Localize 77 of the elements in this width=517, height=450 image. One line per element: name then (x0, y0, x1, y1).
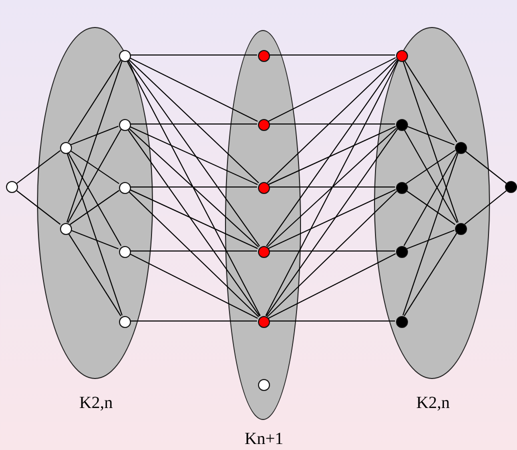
graph-edge (126, 128, 260, 317)
graph-edge (130, 250, 258, 252)
vertex-dot (455, 142, 467, 154)
vertex-dot (396, 119, 408, 131)
graph-edge (266, 58, 398, 184)
vertex-dot (258, 119, 270, 131)
graph-edge (68, 232, 122, 316)
vertex-dot (60, 142, 72, 154)
graph-edge (268, 189, 396, 249)
graph-edge (126, 60, 261, 316)
graph-edge (268, 54, 396, 56)
vertex-dot (396, 50, 408, 62)
graph-edge (126, 59, 260, 247)
graph-edge (66, 60, 123, 223)
graph-edge (128, 126, 258, 186)
graph-edge (464, 190, 507, 225)
graph-edge (406, 126, 455, 146)
graph-edge (403, 128, 458, 224)
graph-edge (402, 60, 459, 223)
graph-edge (268, 250, 396, 252)
vertex-dot (60, 223, 72, 235)
graph-edge (128, 57, 258, 122)
graph-edge (69, 190, 120, 226)
graph-edge (404, 232, 458, 316)
graph-edge (268, 126, 396, 185)
graph-edge (266, 128, 398, 317)
graph-edge (128, 189, 258, 249)
vertex-dot (396, 246, 408, 258)
graph-edge (268, 186, 396, 188)
set-label: Kn+1 (244, 429, 284, 449)
vertex-dot (396, 316, 408, 328)
graph-edge (128, 128, 260, 248)
graph-edge (402, 152, 459, 316)
vertex-dot (6, 181, 18, 193)
graph-edge (70, 230, 119, 250)
graph-edge (130, 54, 258, 56)
graph-edge (266, 190, 398, 318)
vertex-dot (258, 246, 270, 258)
graph-edge (265, 60, 399, 316)
vertex-dot (119, 50, 131, 62)
graph-edge (130, 186, 258, 188)
graph-edge (128, 190, 260, 318)
graph-edge (128, 253, 258, 319)
vertex-dot (119, 316, 131, 328)
graph-edge (403, 152, 458, 246)
vertex-dot (455, 223, 467, 235)
graph-edge (464, 150, 507, 184)
vertex-dot (505, 181, 517, 193)
graph-edge (69, 150, 120, 184)
graph-edge (405, 150, 456, 184)
graph-edge (268, 253, 396, 319)
graph-edge (405, 190, 456, 226)
graph-edge (67, 128, 122, 224)
graph-edge (70, 126, 119, 146)
vertex-dot (119, 182, 131, 194)
graph-edge (266, 128, 398, 248)
graph-edge (66, 152, 123, 316)
vertex-dot (119, 119, 131, 131)
vertex-dot (258, 316, 270, 328)
set-label: K2,n (416, 393, 450, 413)
graph-edge (266, 59, 398, 247)
vertex-dot (258, 182, 270, 194)
graph-edge (268, 57, 396, 122)
graph-edge (130, 320, 258, 322)
graph-edge (268, 320, 396, 322)
graph-edge (128, 58, 260, 184)
graph-edge (406, 230, 455, 250)
vertex-dot (258, 379, 270, 391)
graph-edge (68, 60, 122, 142)
vertex-dot (119, 246, 131, 258)
vertex-dot (258, 50, 270, 62)
graph-edge (16, 190, 61, 225)
graph-edge (67, 152, 122, 246)
set-label: K2,n (79, 393, 113, 413)
vertex-dot (396, 182, 408, 194)
graph-edge (16, 150, 61, 184)
graph-edge (404, 60, 458, 142)
